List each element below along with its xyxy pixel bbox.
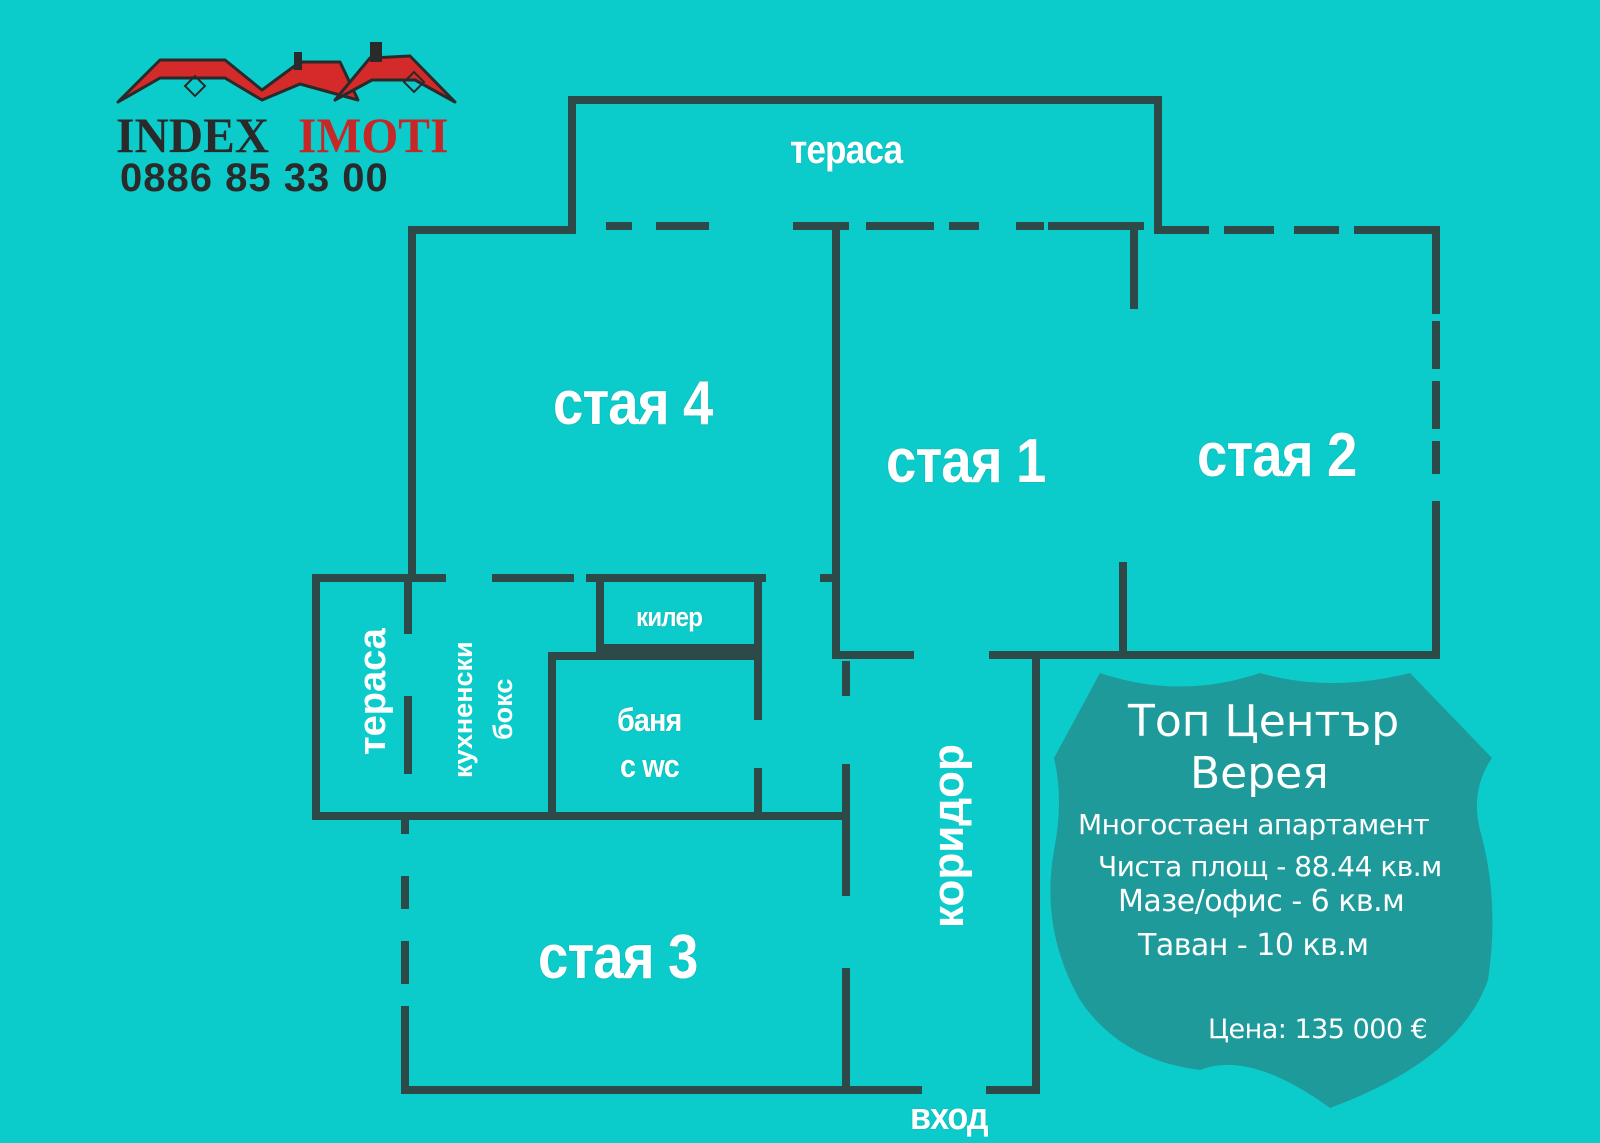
info-title-line2: Верея [1190, 748, 1329, 799]
logo-roof-left [116, 58, 360, 104]
logo-brand-part2: IMOTI [298, 107, 449, 163]
info-attic: Таван - 10 кв.м [1138, 928, 1369, 963]
info-basement: Мазе/офис - 6 кв.м [1118, 884, 1405, 919]
label-room2: стая 2 [1197, 421, 1357, 490]
label-terrace-left: тераса [352, 628, 394, 755]
label-kitchen-line2: бокс [488, 678, 518, 740]
logo-ornament [183, 74, 207, 98]
label-corridor: коридор [924, 744, 973, 928]
label-room4: стая 4 [553, 369, 713, 438]
logo-ornaments [183, 70, 426, 98]
info-title-line1: Топ Център [1128, 696, 1400, 747]
label-pantry: килер [636, 602, 703, 632]
info-price: Цена: 135 000 € [1208, 1014, 1428, 1045]
logo-phone: 0886 85 33 00 [120, 156, 389, 200]
label-terrace-top: тераса [790, 128, 903, 172]
logo-brand-part1: INDEX [116, 107, 270, 163]
label-bath-line1: баня [617, 702, 682, 738]
wall-bath [548, 652, 762, 820]
label-room3: стая 3 [538, 923, 698, 992]
logo-ornament [402, 70, 426, 94]
info-net-area: Чиста площ - 88.44 кв.м [1098, 850, 1442, 883]
wall-terrace-top [568, 96, 1162, 226]
label-room1: стая 1 [886, 427, 1046, 496]
wall-terrace-left [312, 574, 404, 820]
wall-pantry [596, 578, 762, 652]
info-type: Многостаен апартамент [1078, 808, 1430, 841]
logo-chimneys [294, 42, 382, 70]
label-kitchen-line1: кухненски [448, 641, 478, 778]
logo-chimney [370, 42, 382, 62]
label-entrance: вход [910, 1096, 989, 1138]
info-badge [1050, 673, 1493, 1108]
logo-roof [116, 54, 457, 104]
logo-chimney [294, 52, 302, 70]
label-bath-line2: с wc [620, 748, 680, 784]
